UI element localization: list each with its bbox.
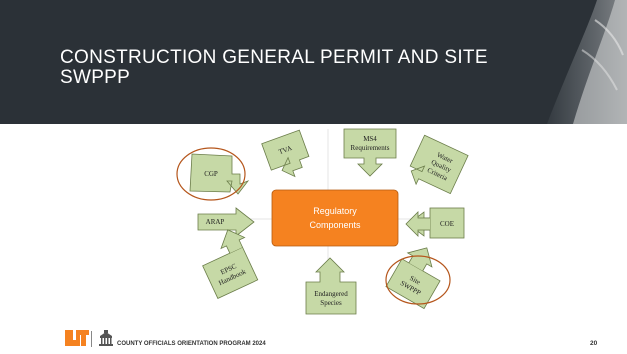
slide-title: CONSTRUCTION GENERAL PERMIT AND SITE SWP…	[60, 47, 488, 88]
regulatory-components-box: Regulatory Components	[271, 189, 399, 247]
column-capital-image	[547, 0, 627, 124]
endangered-species-node: Endangered Species	[305, 257, 357, 315]
coe-node: COE	[405, 207, 465, 239]
endangered-species-label-2: Species	[320, 299, 342, 307]
tva-node: TVA	[261, 129, 310, 178]
logo-divider	[91, 331, 92, 347]
arap-label: ARAP	[206, 218, 225, 226]
slide-footer	[0, 316, 627, 354]
center-label-1: Regulatory	[313, 206, 357, 216]
regulatory-diagram: CGP TVA MS4 Requirements Water Quality C…	[176, 128, 469, 315]
endangered-species-label-1: Endangered	[314, 290, 348, 298]
ut-logo-icon	[65, 330, 89, 346]
cgp-highlight-circle	[176, 147, 246, 201]
ctas-capitol-icon	[99, 330, 113, 346]
coe-label: COE	[440, 220, 454, 228]
footer-text: COUNTY OFFICIALS ORIENTATION PROGRAM 202…	[117, 341, 266, 347]
site-swppp-highlight-circle	[385, 255, 451, 305]
arap-node: ARAP	[197, 207, 255, 237]
epsc-node: EPSC Handbook	[202, 229, 259, 299]
cgp-node: CGP	[189, 153, 250, 195]
ms4-label-2: Requirements	[351, 144, 390, 152]
ms4-label-1: MS4	[363, 135, 377, 143]
cgp-label: CGP	[204, 170, 218, 178]
center-label-2: Components	[309, 220, 361, 230]
ms4-node: MS4 Requirements	[343, 128, 397, 177]
page-number: 20	[590, 340, 598, 347]
water-quality-node: Water Quality Criteria	[409, 134, 469, 195]
site-swppp-node: Site SWPPP	[385, 247, 441, 310]
slide-header: CONSTRUCTION GENERAL PERMIT AND SITE SWP…	[0, 0, 627, 124]
